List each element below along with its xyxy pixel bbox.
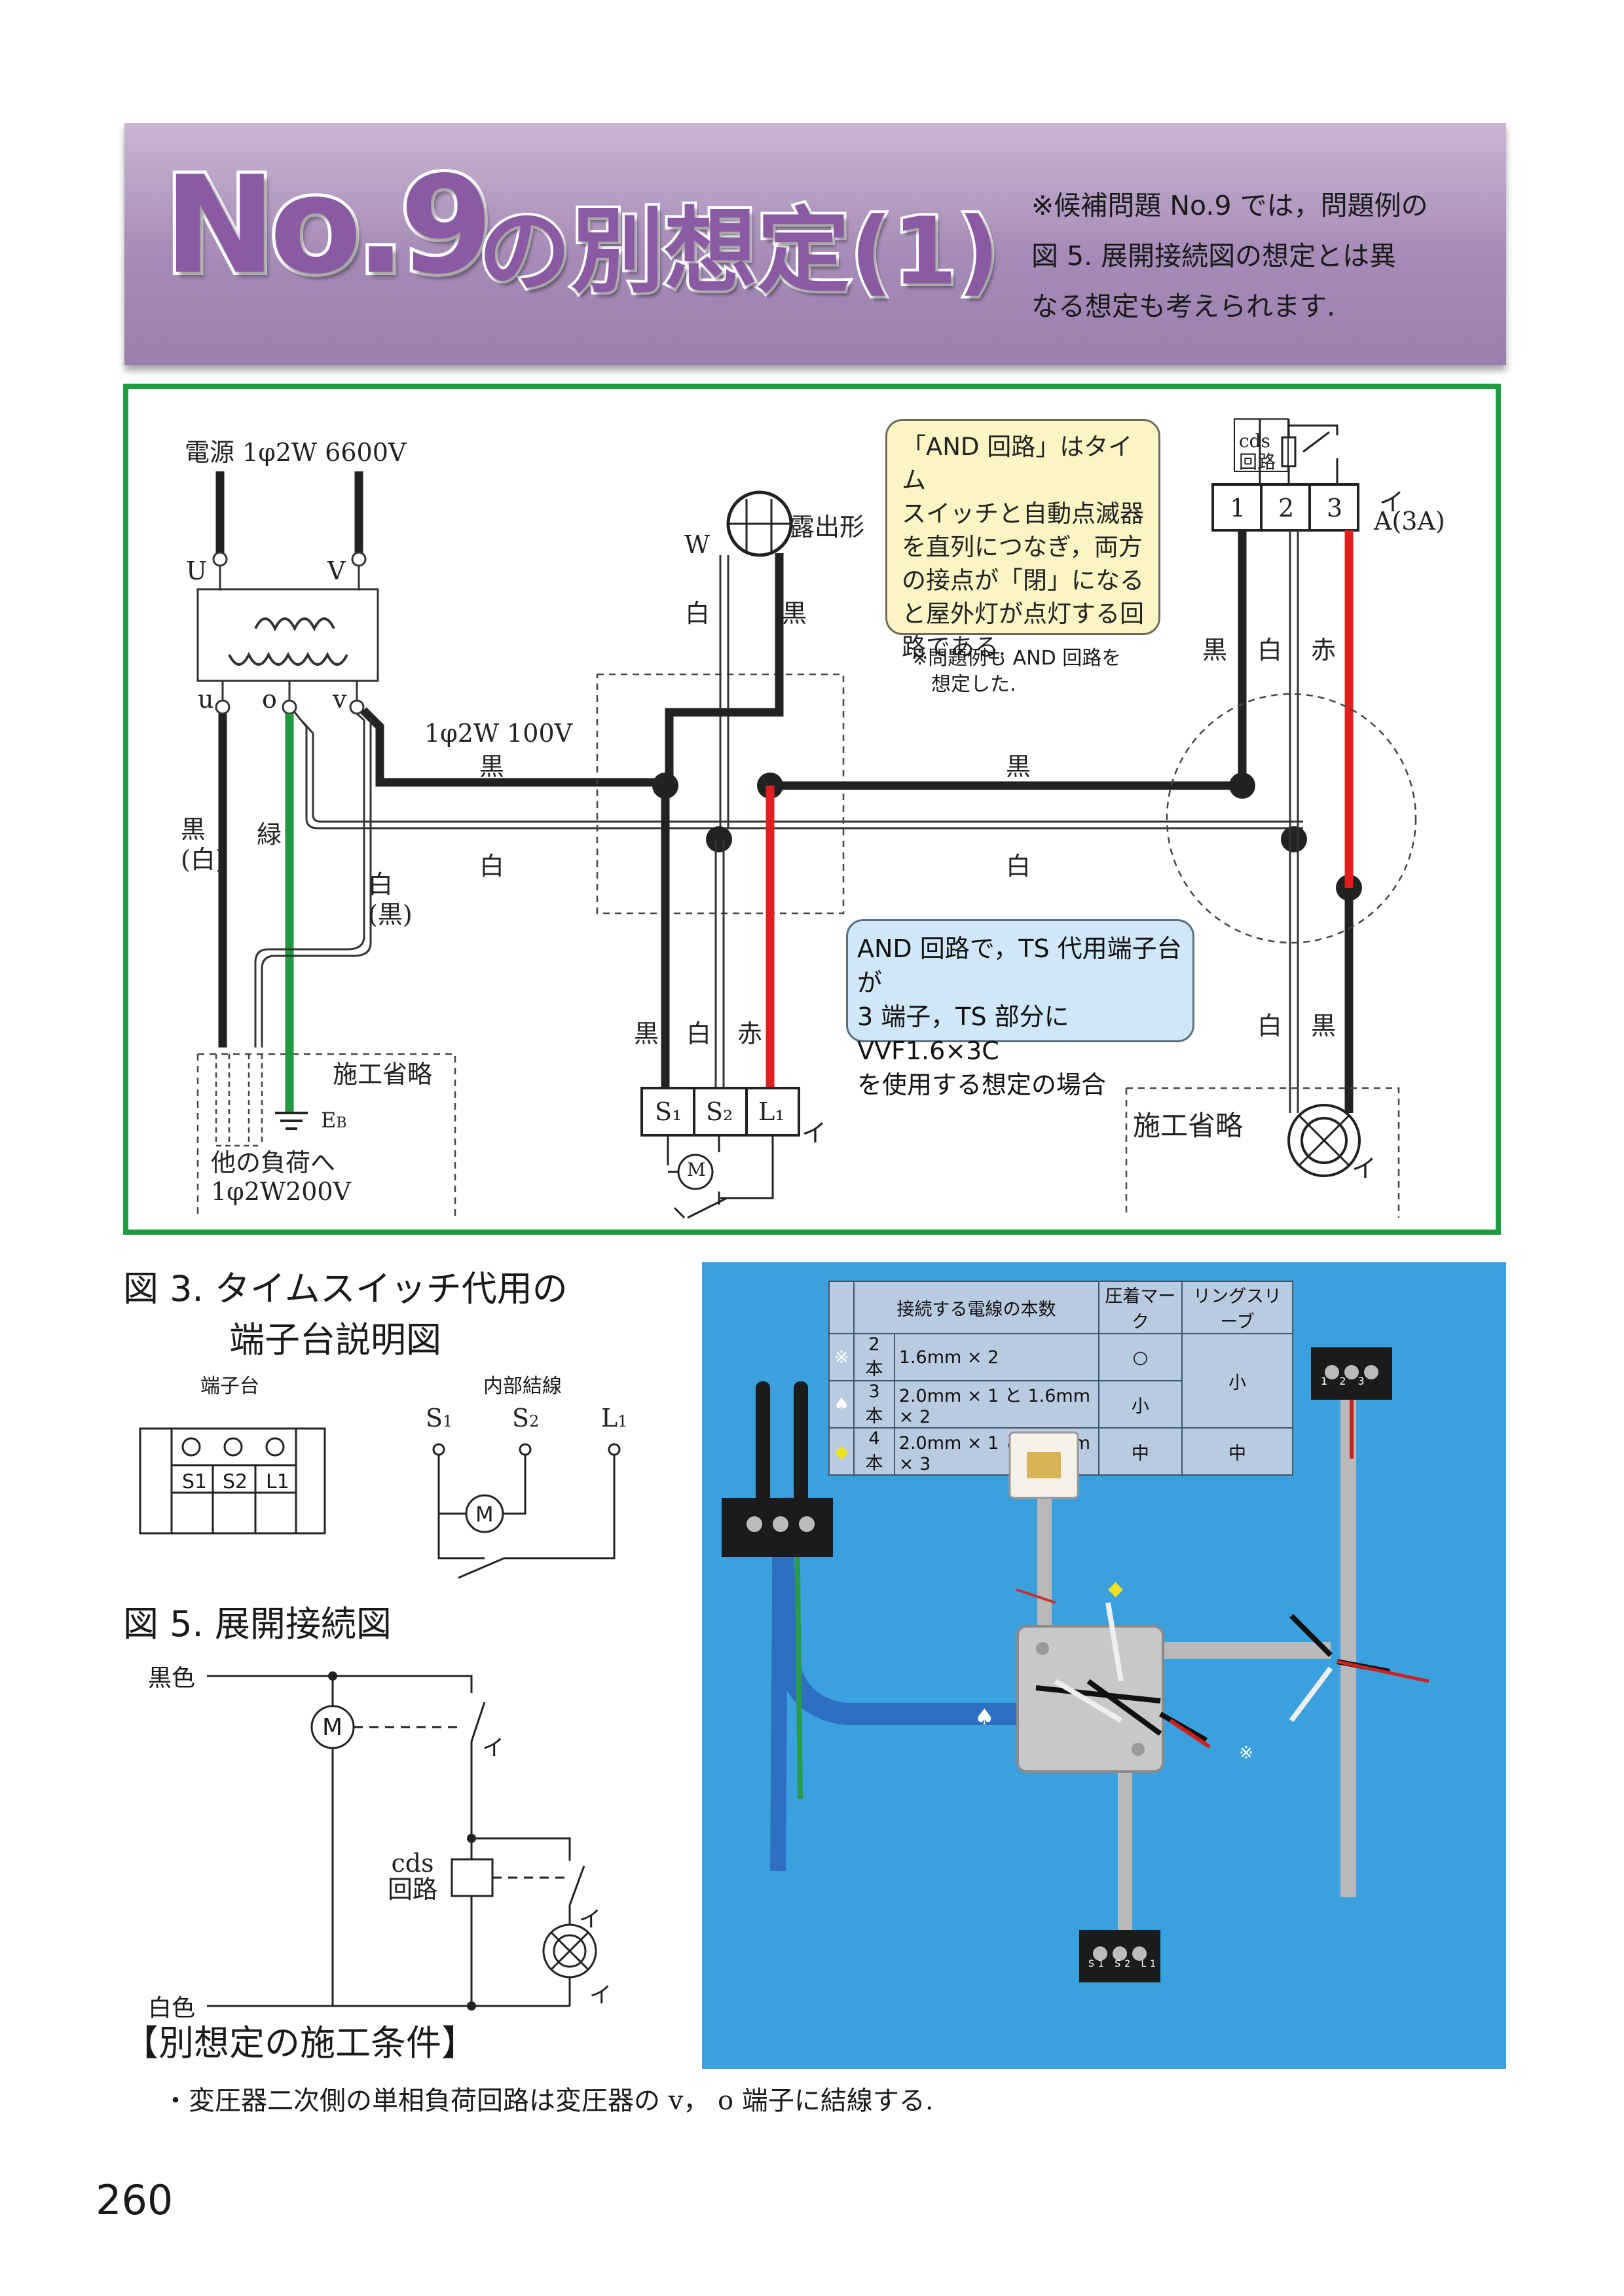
fig3-block-label: 端子台 xyxy=(200,1375,259,1398)
tb-rating-label: A(3A) xyxy=(1374,507,1445,536)
lamp-type-label: 露出形 xyxy=(790,513,865,541)
photo-drawing: ◆ ♠ ※ xyxy=(722,1347,1430,1982)
fig3-S1-label: S1 xyxy=(426,1404,453,1432)
other-load-label: 他の負荷へ 1φ2W200V xyxy=(211,1148,351,1206)
fig5-i-label-3: イ xyxy=(589,1982,612,2009)
lamp-white-label: 白 xyxy=(685,599,710,628)
ts-terminal-S1: S₁ xyxy=(655,1097,682,1126)
terminal-o: o xyxy=(262,685,277,714)
ts-red-label: 赤 xyxy=(737,1019,763,1048)
ts-terminal-S2: S₂ xyxy=(706,1097,733,1126)
label-black-right: 黒 xyxy=(1006,752,1031,781)
ts-motor-label: M xyxy=(687,1159,706,1180)
ts-black-label: 黒 xyxy=(634,1019,659,1048)
and-circuit-note: ※問題例も AND 回路を 想定した. xyxy=(912,647,1122,696)
svg-text:♠: ♠ xyxy=(974,1704,994,1730)
fig5-black-label: 黒色 xyxy=(148,1665,196,1692)
secondary-voltage-label: 1φ2W 100V xyxy=(424,719,573,748)
label-black-main: 黒 xyxy=(479,752,505,781)
terminal-U: U xyxy=(186,556,208,585)
power-source-label: 電源 1φ2W 6600V xyxy=(185,438,407,467)
tb-3-label: 3 xyxy=(1327,494,1343,522)
ts-i-label: イ xyxy=(802,1119,827,1148)
omitted-right-label: 施工省略 xyxy=(1133,1110,1244,1142)
conditions-title: 【別想定の施工条件】 xyxy=(123,2022,477,2064)
svg-text:※: ※ xyxy=(1239,1743,1253,1763)
label-green: 緑 xyxy=(257,820,282,849)
scenario-callout: AND 回路で，TS 代用端子台が 3 端子，TS 部分に VVF1.6×3C … xyxy=(846,919,1194,1099)
terminal-V: V xyxy=(327,556,346,585)
title-banner: No.9 の別想定(1) ※候補問題 No.9 では，問題例の 図 5. 展開接… xyxy=(124,123,1506,365)
label-white-main: 白 xyxy=(479,852,505,881)
fig3-t-S1: S1 xyxy=(182,1470,208,1493)
title-text: の別想定(1) xyxy=(475,195,1003,308)
fig5-title: 図 5. 展開接続図 xyxy=(123,1603,392,1645)
terminal-v: v xyxy=(333,685,347,714)
fig5-i-label-1: イ xyxy=(482,1735,504,1761)
cds-circuit-label: cds 回路 xyxy=(1239,430,1276,473)
terminal-u: u xyxy=(198,685,214,714)
fig3-motor: M xyxy=(475,1502,494,1527)
fig3-t-L1: L1 xyxy=(266,1470,289,1493)
ts-terminal-L1: L₁ xyxy=(758,1097,785,1126)
svg-text:◆: ◆ xyxy=(1108,1577,1123,1600)
label-white-black: 白 (黒) xyxy=(368,870,413,929)
tb-i-label: イ xyxy=(1379,488,1405,517)
fig3-L1-label: L1 xyxy=(601,1404,628,1432)
outdoor-white-label: 白 xyxy=(1257,1011,1283,1040)
lamp-black-label: 黒 xyxy=(782,599,807,628)
label-white-right: 白 xyxy=(1006,852,1031,881)
lamp-W-label: W xyxy=(684,530,710,559)
conditions-item: ・変圧器二次側の単相負荷回路は変圧器の v， o 端子に結線する. xyxy=(162,2086,934,2116)
photo-tb-bottom-labels: S1 S2 L1 xyxy=(1088,1959,1160,1969)
fig5-i-label-2: イ xyxy=(579,1906,601,1933)
tb-red-label: 赤 xyxy=(1311,636,1337,665)
wiring-photo: 接続する電線の本数 圧着マーク リングスリーブ ※ 2 本 1.6mm × 2 … xyxy=(702,1262,1506,2069)
fig3-title-line1: 図 3. タイムスイッチ代用の xyxy=(123,1268,568,1309)
fig3-S2-label: S2 xyxy=(512,1404,540,1432)
tb-2-label: 2 xyxy=(1278,494,1295,522)
fig3-t-S2: S2 xyxy=(223,1470,248,1493)
label-black-white: 黒 (白) xyxy=(181,815,225,874)
page-number: 260 xyxy=(96,2176,174,2224)
tb-1-label: 1 xyxy=(1230,494,1246,522)
fig3-wiring-label: 内部結線 xyxy=(483,1375,562,1398)
fig5-white-label: 白色 xyxy=(148,1995,196,2022)
title-number: No.9 xyxy=(160,145,496,307)
fig5-motor: M xyxy=(322,1714,343,1741)
banner-note: ※候補問題 No.9 では，問題例の 図 5. 展開接続図の想定とは異 なる想定… xyxy=(1031,190,1428,322)
fig5-cds-label: cds 回路 xyxy=(388,1849,438,1904)
wiring-diagram-frame xyxy=(123,384,1501,1235)
tb-black-label: 黒 xyxy=(1202,636,1228,665)
outdoor-black-label: 黒 xyxy=(1311,1011,1337,1040)
omitted-left-label: 施工省略 xyxy=(333,1060,433,1089)
fig3-title-line2: 端子台説明図 xyxy=(229,1319,441,1360)
earth-label: EB xyxy=(321,1108,347,1133)
photo-tb-top-labels: 123 xyxy=(1321,1375,1376,1387)
and-circuit-callout: 「AND 回路」はタイム スイッチと自動点滅器 を直列につなぎ，両方 の接点が「… xyxy=(885,419,1160,661)
tb-white-label: 白 xyxy=(1257,636,1283,665)
ts-white-label: 白 xyxy=(686,1019,712,1048)
outdoor-i-label: イ xyxy=(1352,1154,1377,1183)
